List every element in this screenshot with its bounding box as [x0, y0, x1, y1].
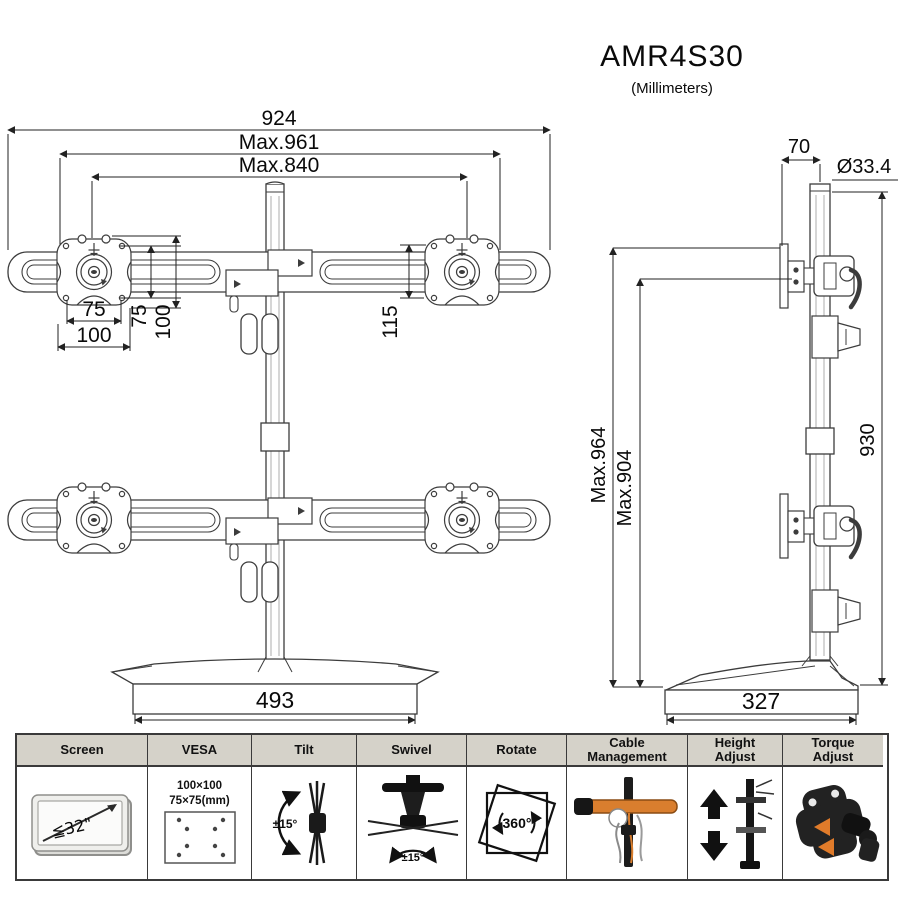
feature-cell-rotate: 360° — [467, 767, 567, 879]
col-header-tilt: Tilt — [252, 735, 357, 767]
dim-max-width: Max.961 — [239, 131, 320, 154]
swivel-icon: ±15° — [367, 775, 458, 864]
feature-table-body: ≦32" 100×100 75×75(mm) — [17, 767, 887, 879]
dim-vesa-100h: 100 — [76, 324, 111, 347]
side-pole-collar — [805, 427, 835, 455]
side-view-drawing: 70 Ø33.4 930 Max.964 Max.904 327 — [588, 136, 898, 725]
vesa-pattern-100: 100×100 — [176, 779, 223, 792]
front-view-drawing: 924 Max.961 Max.840 75 100 75 — [7, 107, 551, 724]
vesa-plate-top-right — [424, 234, 500, 306]
col-header-swivel: Swivel — [357, 735, 467, 767]
dim-max-plate-height: Max.904 — [614, 450, 636, 527]
front-top-dimensions — [7, 126, 551, 250]
drawing-title: AMR4S30 — [600, 40, 744, 73]
dim-base-depth: 327 — [742, 688, 780, 714]
rotate-angle-label: 360° — [502, 815, 531, 831]
vesa-dimensions — [57, 235, 181, 351]
feature-table: Screen VESA Tilt Swivel Rotate Cable Man… — [15, 733, 889, 881]
col-header-screen: Screen — [17, 735, 148, 767]
col-header-rotate: Rotate — [467, 735, 567, 767]
feature-cell-swivel: ±15° — [357, 767, 467, 879]
front-base — [110, 656, 440, 715]
base-width-dimension — [134, 714, 416, 724]
screen-size-icon: ≦32" — [31, 794, 132, 856]
dim-max-height: Max.964 — [588, 427, 610, 504]
dim-overall-width: 924 — [261, 107, 296, 130]
dim-vesa-100v: 100 — [152, 304, 175, 339]
drawing-units: (Millimeters) — [631, 80, 713, 97]
dim-pole-diameter: Ø33.4 — [837, 156, 891, 178]
vesa-pattern-75: 75×75(mm) — [169, 795, 230, 807]
plate-offset-dimension — [400, 244, 426, 299]
dim-vesa-75v: 75 — [128, 304, 151, 327]
vesa-plate-top-left — [56, 234, 132, 306]
side-dimensions — [609, 156, 898, 725]
pole-collar — [260, 422, 290, 452]
dim-plate-offset: 115 — [379, 305, 402, 338]
feature-cell-cable-management — [567, 767, 688, 879]
feature-cell-height-adjust — [688, 767, 783, 879]
swivel-angle-label: ±15° — [401, 852, 424, 864]
cable-management-icon — [574, 777, 678, 867]
side-cable-cone-lower — [811, 589, 861, 633]
height-adjust-icon — [700, 779, 775, 869]
title-block: AMR4S30 (Millimeters) — [557, 40, 787, 97]
feature-cell-tilt: ±15° — [252, 767, 357, 879]
torque-adjust-icon — [795, 785, 880, 862]
side-cable-cone-upper — [811, 315, 861, 359]
feature-cell-torque-adjust — [783, 767, 883, 879]
col-header-torque-adjust: Torque Adjust — [783, 735, 883, 767]
dim-max-arm-span: Max.840 — [239, 154, 320, 177]
rotate-icon: 360° — [477, 783, 556, 863]
tilt-icon: ±15° — [273, 781, 326, 865]
tilt-angle-label: ±15° — [273, 817, 298, 831]
vesa-hole-pattern-icon — [163, 811, 236, 864]
col-header-height-adjust: Height Adjust — [688, 735, 783, 767]
side-base — [664, 655, 859, 715]
dim-base-width: 493 — [256, 687, 294, 713]
col-header-vesa: VESA — [148, 735, 252, 767]
vesa-plate-bottom-left — [56, 482, 132, 554]
dim-pole-height: 930 — [857, 423, 879, 456]
dim-vesa-75h: 75 — [82, 298, 105, 321]
feature-cell-screen: ≦32" — [17, 767, 148, 879]
feature-table-header: Screen VESA Tilt Swivel Rotate Cable Man… — [17, 735, 887, 767]
vesa-plate-bottom-right — [424, 482, 500, 554]
dim-arm-offset: 70 — [788, 136, 810, 158]
col-header-cable-management: Cable Management — [567, 735, 688, 767]
feature-cell-vesa: 100×100 75×75(mm) — [148, 767, 252, 879]
